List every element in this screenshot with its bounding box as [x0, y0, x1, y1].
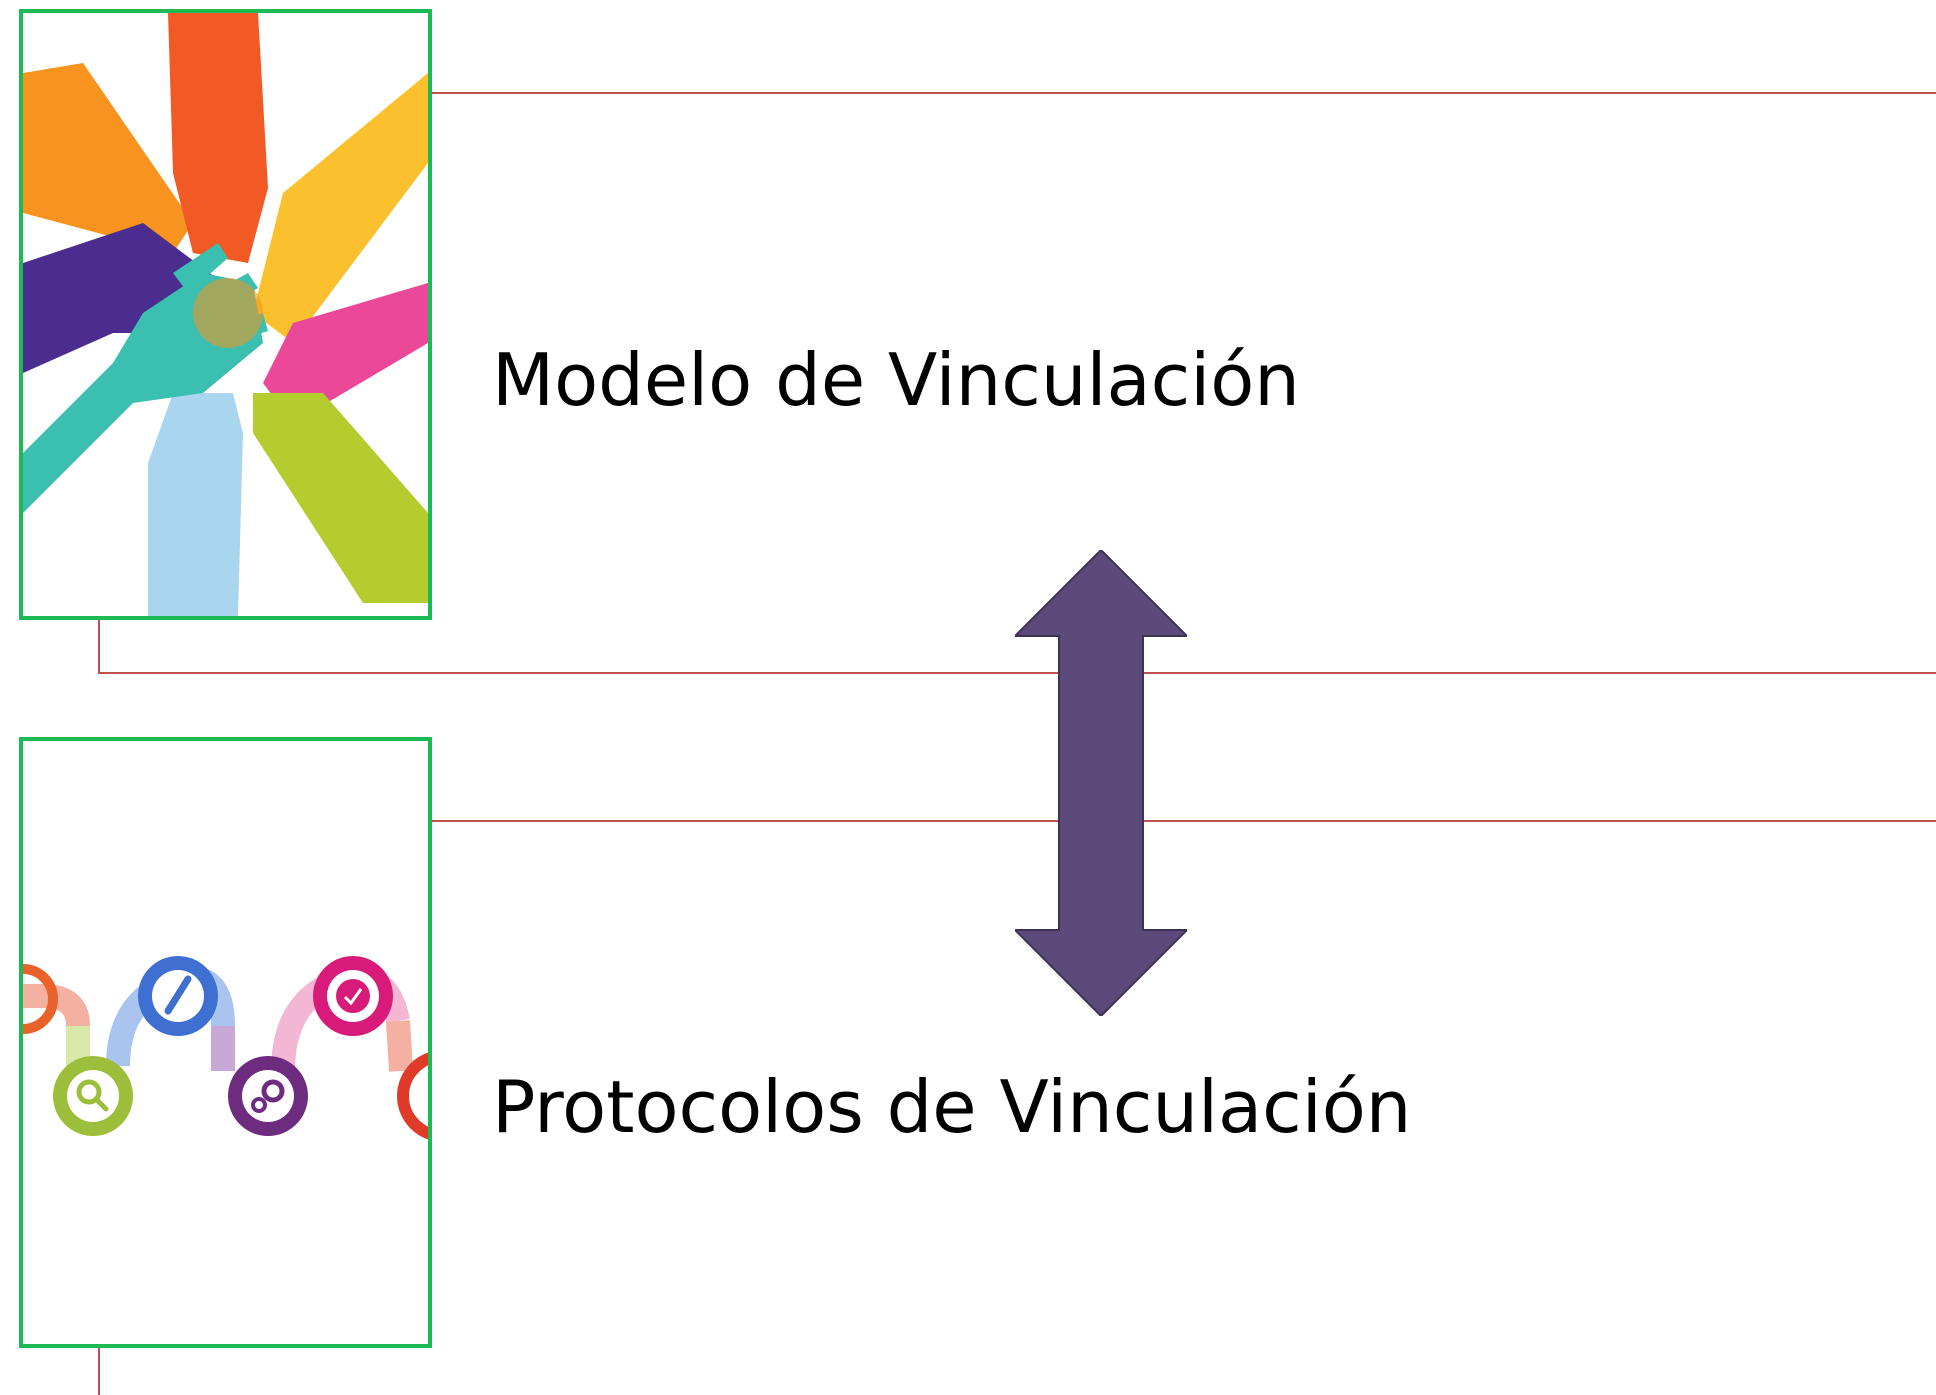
hands-illustration — [23, 13, 428, 616]
gears-icon — [228, 1056, 308, 1136]
item-2-top-line — [430, 820, 1936, 822]
item-2-label: Protocolos de Vinculación — [492, 1065, 1412, 1149]
item-1-top-line — [430, 92, 1936, 94]
double-arrow-connector — [1015, 550, 1187, 1016]
item-1-left-line — [98, 618, 100, 674]
search-icon — [53, 1056, 133, 1136]
clock-icon — [313, 956, 393, 1036]
item-1-label: Modelo de Vinculación — [492, 338, 1300, 422]
item-2-left-line — [98, 1346, 100, 1395]
process-icons-image — [19, 737, 432, 1348]
pencil-icon — [138, 956, 218, 1036]
process-illustration — [23, 956, 428, 1140]
hands-image — [19, 9, 432, 620]
item-1-bottom-line — [98, 672, 1936, 674]
